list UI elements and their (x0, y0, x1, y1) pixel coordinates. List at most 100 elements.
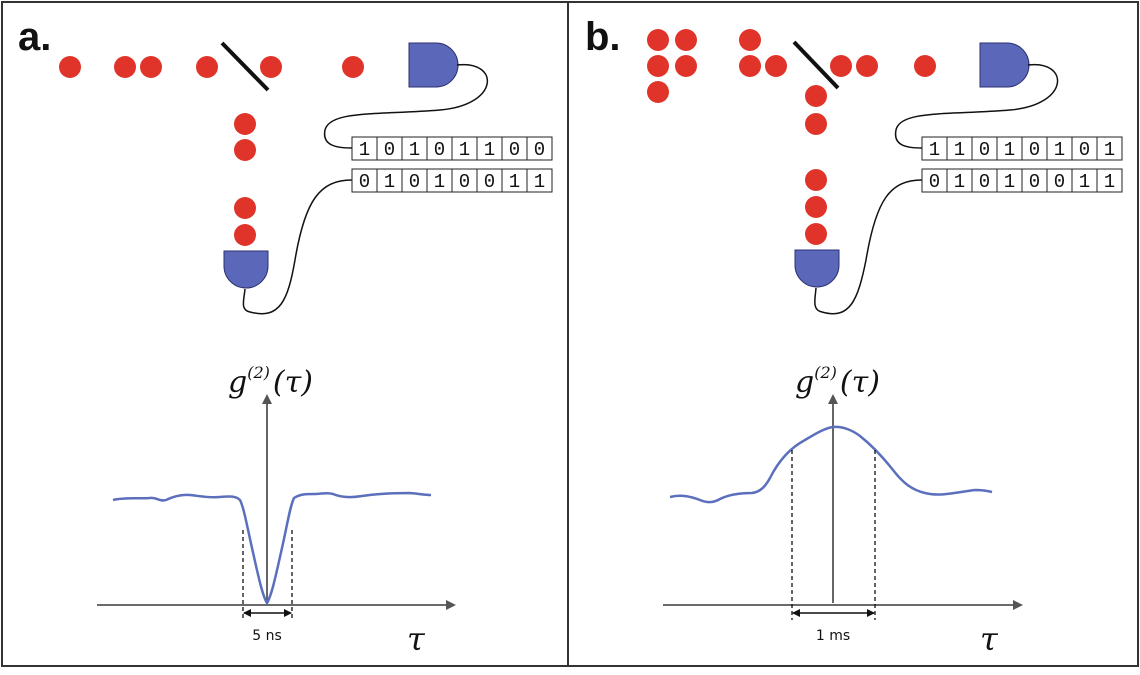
bit: 0 (459, 171, 470, 193)
panel-a-correlation-plot: g(2)(τ) 5 ns τ (97, 363, 456, 658)
bit: 1 (434, 171, 445, 193)
bit: 1 (1004, 171, 1015, 193)
bit: 1 (534, 171, 545, 193)
bit-cell (1096, 136, 1123, 161)
bit: 0 (1029, 139, 1040, 161)
particle (914, 55, 936, 77)
bit: 0 (484, 171, 495, 193)
panel-a-border (1, 1, 569, 667)
particle (234, 197, 256, 219)
panel-b-correlation-plot: g(2)(τ) 1 ms τ (663, 363, 1023, 658)
g-superscript: (2) (247, 363, 270, 382)
g-argument: (τ) (840, 365, 880, 400)
bit: 1 (459, 139, 470, 161)
bit: 0 (434, 139, 445, 161)
panel-a-y-axis-label: g(2)(τ) (228, 363, 313, 400)
particle (234, 139, 256, 161)
bit: 0 (929, 171, 940, 193)
panel-b-beam-splitter (792, 40, 840, 90)
bit: 0 (1054, 171, 1065, 193)
particle (647, 29, 669, 51)
particle (805, 85, 827, 107)
panel-b-border (567, 1, 1139, 667)
panel-a-bits-bottom: 0 1 0 1 0 0 1 1 (351, 168, 553, 193)
bit-cell (1096, 168, 1123, 193)
bit-cell (526, 168, 553, 193)
panel-b-bits-top: 1 1 0 1 0 1 0 1 (921, 136, 1123, 161)
panel-b-cable-bottom (814, 179, 923, 315)
panel-a-beam-splitter (220, 41, 270, 92)
panel-a-vertical-particles (234, 113, 256, 246)
panel-a-bottom-detector (223, 250, 269, 289)
bit-cell (526, 136, 553, 161)
bit: 1 (1079, 171, 1090, 193)
particle (647, 55, 669, 77)
bit: 0 (409, 171, 420, 193)
particle (647, 81, 669, 103)
g-symbol: g (228, 365, 247, 400)
particle (805, 196, 827, 218)
bit: 1 (359, 139, 370, 161)
panel-a-cable-top (323, 63, 489, 149)
panel-b-g2-curve (669, 425, 993, 504)
particle (114, 56, 136, 78)
bit: 1 (954, 171, 965, 193)
panel-b-horizontal-particles (647, 29, 936, 103)
panel-a-horizontal-particles (59, 56, 364, 78)
panel-b-bottom-detector (794, 249, 840, 288)
particle (765, 55, 787, 77)
panel-b-width-label: 1 ms (816, 628, 850, 644)
panel-b: b. (567, 1, 1139, 667)
bit: 1 (509, 171, 520, 193)
panel-b-right-detector (979, 42, 1030, 88)
bit: 0 (1029, 171, 1040, 193)
particle (675, 55, 697, 77)
particle (739, 55, 761, 77)
g-symbol: g (795, 365, 814, 400)
g-argument: (τ) (273, 365, 313, 400)
bit: 0 (534, 139, 545, 161)
particle (260, 56, 282, 78)
particle (234, 224, 256, 246)
panel-b-cable-top (894, 63, 1059, 149)
panel-a: a. (1, 1, 569, 667)
bit: 0 (1079, 139, 1090, 161)
particle (234, 113, 256, 135)
bit: 1 (929, 139, 940, 161)
bit: 1 (384, 171, 395, 193)
panel-b-vertical-particles (805, 85, 827, 245)
bit: 1 (954, 139, 965, 161)
bit: 0 (359, 171, 370, 193)
bit: 0 (979, 139, 990, 161)
panel-a-bits-top: 1 0 1 0 1 1 0 0 (351, 136, 553, 161)
bit: 0 (384, 139, 395, 161)
particle (805, 113, 827, 135)
g-superscript: (2) (814, 363, 837, 382)
bit: 1 (1054, 139, 1065, 161)
bit: 1 (409, 139, 420, 161)
particle (59, 56, 81, 78)
bit: 1 (484, 139, 495, 161)
particle (196, 56, 218, 78)
bit: 0 (979, 171, 990, 193)
particle (739, 29, 761, 51)
bit: 0 (509, 139, 520, 161)
panel-a-right-detector (408, 42, 459, 88)
panel-b-x-axis-label: τ (980, 620, 999, 658)
particle (140, 56, 162, 78)
particle (342, 56, 364, 78)
panel-a-label: a. (18, 15, 51, 59)
bit: 1 (1104, 139, 1115, 161)
bit: 1 (1104, 171, 1115, 193)
particle (805, 223, 827, 245)
panel-b-y-axis-label: g(2)(τ) (795, 363, 880, 400)
panel-b-bits-bottom: 0 1 0 1 0 0 1 1 (921, 168, 1123, 193)
particle (675, 29, 697, 51)
particle (805, 169, 827, 191)
panel-a-width-label: 5 ns (252, 628, 282, 644)
panel-a-x-axis-label: τ (407, 620, 426, 658)
panel-a-cable-bottom (242, 179, 353, 315)
particle (830, 55, 852, 77)
